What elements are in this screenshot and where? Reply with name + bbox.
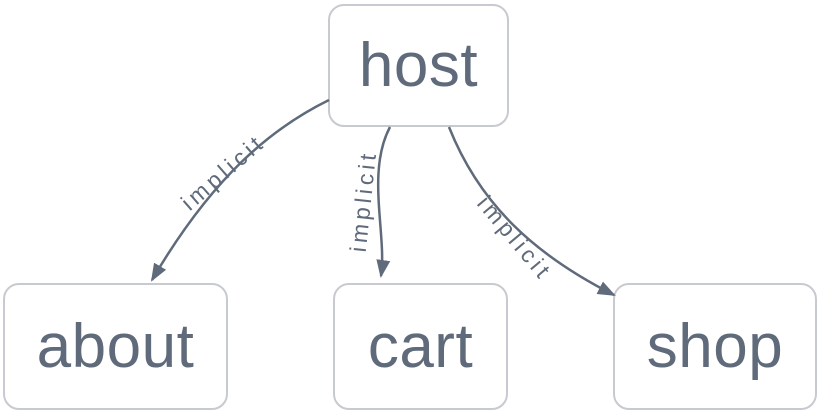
node-host-label: host bbox=[358, 30, 479, 100]
node-cart[interactable]: cart bbox=[333, 283, 508, 410]
edge-host-cart bbox=[376, 126, 392, 278]
edge-host-shop bbox=[447, 126, 616, 297]
node-shop[interactable]: shop bbox=[613, 283, 817, 410]
edge-label-host-about: implicit bbox=[176, 129, 270, 216]
node-about-label: about bbox=[36, 311, 195, 381]
node-about[interactable]: about bbox=[3, 283, 228, 410]
node-shop-label: shop bbox=[646, 311, 784, 381]
node-host[interactable]: host bbox=[328, 4, 509, 127]
node-cart-label: cart bbox=[367, 311, 474, 381]
edge-host-about bbox=[150, 98, 330, 282]
edge-label-host-cart: implicit bbox=[345, 149, 382, 253]
edge-label-host-shop: implicit bbox=[472, 190, 558, 285]
